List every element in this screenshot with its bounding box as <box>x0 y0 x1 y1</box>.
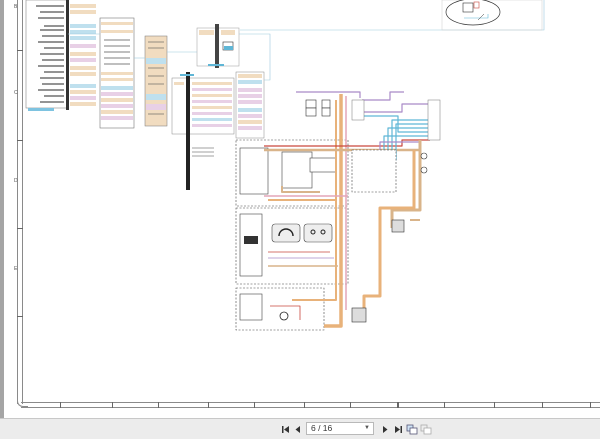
two-page-view-icon <box>406 424 418 434</box>
page-number-select[interactable]: 6 / 16 ▼ <box>306 422 374 435</box>
left-harness-block <box>25 0 96 111</box>
previous-page-button[interactable] <box>292 423 304 435</box>
page-indicator: 6 / 16 <box>311 423 333 433</box>
connector-block-6 <box>235 71 265 139</box>
last-page-icon <box>395 425 402 433</box>
zone-tick <box>590 402 591 408</box>
zone-tick <box>494 402 495 408</box>
zone-tick <box>350 402 351 408</box>
pdf-toolbar: 6 / 16 ▼ <box>0 418 600 439</box>
zone-tick <box>542 402 543 408</box>
zone-label: B <box>14 4 18 10</box>
connector-block-3 <box>144 35 168 127</box>
drawing-frame-corner <box>17 396 28 407</box>
first-page-button[interactable] <box>280 423 292 435</box>
connector-block-5 <box>171 72 235 190</box>
zone-tick <box>17 50 23 51</box>
zone-tick <box>17 228 23 229</box>
single-page-view-icon <box>420 424 432 434</box>
zone-tick <box>397 402 399 408</box>
last-page-button[interactable] <box>392 423 404 435</box>
zone-label: D <box>14 178 18 184</box>
drawing-frame-bottom <box>21 402 600 408</box>
zone-tick <box>17 316 23 317</box>
viewer-gutter <box>0 0 4 418</box>
zone-tick <box>112 402 113 408</box>
next-page-icon <box>383 425 388 433</box>
two-page-view-button[interactable] <box>406 423 418 435</box>
zone-tick <box>444 402 445 408</box>
zone-tick <box>17 140 23 141</box>
zone-tick <box>208 402 209 408</box>
connector-block-4 <box>196 24 240 68</box>
previous-page-icon <box>295 425 300 433</box>
zone-tick <box>158 402 159 408</box>
zone-tick <box>304 402 305 408</box>
first-page-icon <box>282 425 289 433</box>
connector-block-2 <box>99 17 135 129</box>
pdf-page[interactable]: B C D E <box>4 0 600 418</box>
zone-label: E <box>14 266 18 272</box>
zone-tick <box>60 402 61 408</box>
single-page-view-button[interactable] <box>420 423 432 435</box>
wiring-schematic <box>25 0 545 331</box>
zone-label: C <box>14 90 18 96</box>
zone-tick <box>254 402 255 408</box>
drawing-frame-left <box>17 0 23 404</box>
connector-detail-oval <box>445 0 501 26</box>
dropdown-caret-icon: ▼ <box>364 425 370 431</box>
next-page-button[interactable] <box>379 423 391 435</box>
